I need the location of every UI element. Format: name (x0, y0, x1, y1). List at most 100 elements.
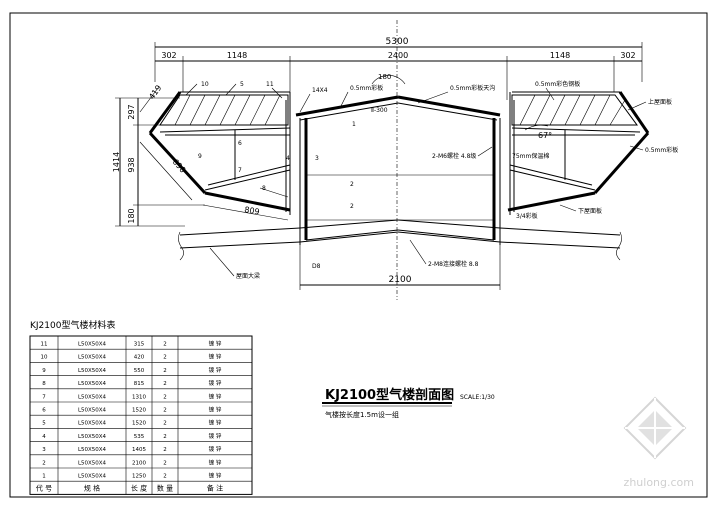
dim-left-outer: 302 (161, 51, 176, 60)
callout-4: 4 (286, 155, 290, 162)
table-cell: L50X50X4 (78, 460, 107, 466)
table-cell: L50X50X4 (78, 355, 107, 361)
table-cell: 镀 锌 (209, 366, 222, 374)
table-cell: L50X50X4 (78, 381, 107, 387)
table-cell: 2 (163, 381, 167, 387)
callout-post: D8 (312, 263, 321, 270)
table-cell: 2 (163, 421, 167, 427)
roof-beams: 2100 (178, 219, 622, 290)
table-cell: 2 (163, 447, 167, 453)
dim-height-top: 297 (127, 104, 136, 119)
table-cell: 镀 锌 (209, 445, 222, 453)
table-cell: 镀 锌 (209, 340, 222, 348)
table-cell: 550 (134, 368, 145, 374)
table-cell: 11 (41, 342, 48, 348)
callouts: 10 5 11 14X4 0.5mm彩板 180 0.5mm彩板天沟 0.5mm… (185, 73, 678, 280)
table-cell: L50X50X4 (78, 394, 107, 400)
table-cell: L50X50X4 (78, 474, 107, 480)
left-wing: 419 690 809 (139, 83, 291, 221)
table-cell: 镀 锌 (209, 432, 222, 440)
table-cell: 2 (163, 474, 167, 480)
table-cell: 2100 (132, 460, 146, 466)
dim-slant-top: 419 (147, 83, 163, 101)
callout-gap: Ⅱ-300 (371, 107, 388, 114)
table-cell: 1 (42, 474, 46, 480)
dim-bottom-width: 2100 (389, 275, 412, 285)
table-cell: 815 (134, 381, 145, 387)
table-title: KJ2100型气楼材料表 (30, 319, 115, 331)
table-cell: 5 (42, 421, 46, 427)
table-cell: L50X50X4 (78, 368, 107, 374)
dim-left: 1148 (227, 51, 247, 60)
callout-gutter: 0.5mm彩板天沟 (450, 84, 495, 92)
table-cell: 2 (163, 460, 167, 466)
callout-5: 5 (240, 81, 244, 88)
callout-6: 6 (238, 140, 242, 147)
callout-m8-bolt: 2-M8连接螺栓 8.8 (428, 260, 479, 268)
table-cell: 镀 锌 (209, 472, 222, 480)
dim-height-bottom: 180 (127, 208, 136, 223)
dim-angle-top: 180 (378, 73, 391, 81)
table-header-cell: 备 注 (207, 484, 223, 493)
table-cell: 7 (42, 394, 46, 400)
callout-upper-roof: 上屋面板 (648, 98, 672, 106)
table-cell: 2 (42, 460, 46, 466)
table-cell: 镀 锌 (209, 392, 222, 400)
dim-right: 1148 (550, 51, 570, 60)
table-header-cell: 代 号 (36, 484, 52, 493)
callout-roof-beam: 屋面大梁 (236, 272, 260, 280)
watermark: zhulong.com (623, 396, 694, 489)
callout-8: 8 (262, 185, 266, 192)
dim-height-total: 1414 (112, 152, 121, 172)
dim-height-mid: 938 (127, 157, 136, 172)
table-cell: 9 (42, 368, 46, 374)
dim-bottom-len: 809 (244, 205, 261, 217)
table-cell: 2 (163, 355, 167, 361)
table-cell: 1310 (132, 394, 146, 400)
callout-1: 1 (352, 121, 356, 128)
table-cell: 8 (42, 381, 46, 387)
table-cell: 镀 锌 (209, 379, 222, 387)
right-wing: 67° (507, 91, 650, 215)
callout-9: 9 (198, 153, 202, 160)
table-cell: 镀 锌 (209, 419, 222, 427)
title-block: KJ2100型气楼剖面图 SCALE:1/30 气楼按长度1.5m设一组 (322, 387, 495, 419)
dim-center: 2400 (388, 51, 408, 60)
left-dimensions: 1414 297 938 180 (112, 97, 205, 227)
table-cell: 2 (163, 342, 167, 348)
callout-7: 7 (238, 167, 242, 174)
center-box (295, 95, 501, 245)
callout-2b: 2 (350, 203, 354, 210)
table-header-cell: 规 格 (84, 484, 100, 493)
watermark-logo-icon (623, 396, 687, 460)
table-cell: 1405 (132, 447, 146, 453)
callout-colour-plate: 0.5mm彩板 (350, 84, 383, 92)
callout-3-4-plate: 3/4彩板 (516, 212, 538, 220)
drawing-note: 气楼按长度1.5m设一组 (325, 410, 399, 419)
callout-m6-bolt: 2-M6螺栓 4.8级 (432, 152, 476, 160)
table-cell: L50X50X4 (78, 447, 107, 453)
callout-insulation: 75mm保温棉 (512, 152, 549, 160)
callout-lower-roof: 下屋面板 (578, 207, 602, 215)
table-cell: 2 (163, 434, 167, 440)
table-cell: 4 (42, 434, 46, 440)
drawing-scale: SCALE:1/30 (460, 394, 495, 401)
table-cell: 镀 锌 (209, 406, 222, 414)
table-cell: 2 (163, 394, 167, 400)
table-cell: 2 (163, 368, 167, 374)
watermark-text: zhulong.com (624, 476, 694, 489)
callout-3: 3 (315, 155, 319, 162)
table-cell: 1520 (132, 408, 146, 414)
top-dimensions: 5300 302 1148 2400 1148 302 (154, 20, 643, 300)
callout-2a: 2 (350, 181, 354, 188)
table-cell: 6 (42, 408, 46, 414)
table-cell: 镀 锌 (209, 458, 222, 466)
table-cell: 镀 锌 (209, 353, 222, 361)
table-cell: 1250 (132, 474, 146, 480)
table-cell: 315 (134, 342, 145, 348)
table-header-cell: 数 量 (157, 484, 173, 493)
table-cell: L50X50X4 (78, 434, 107, 440)
